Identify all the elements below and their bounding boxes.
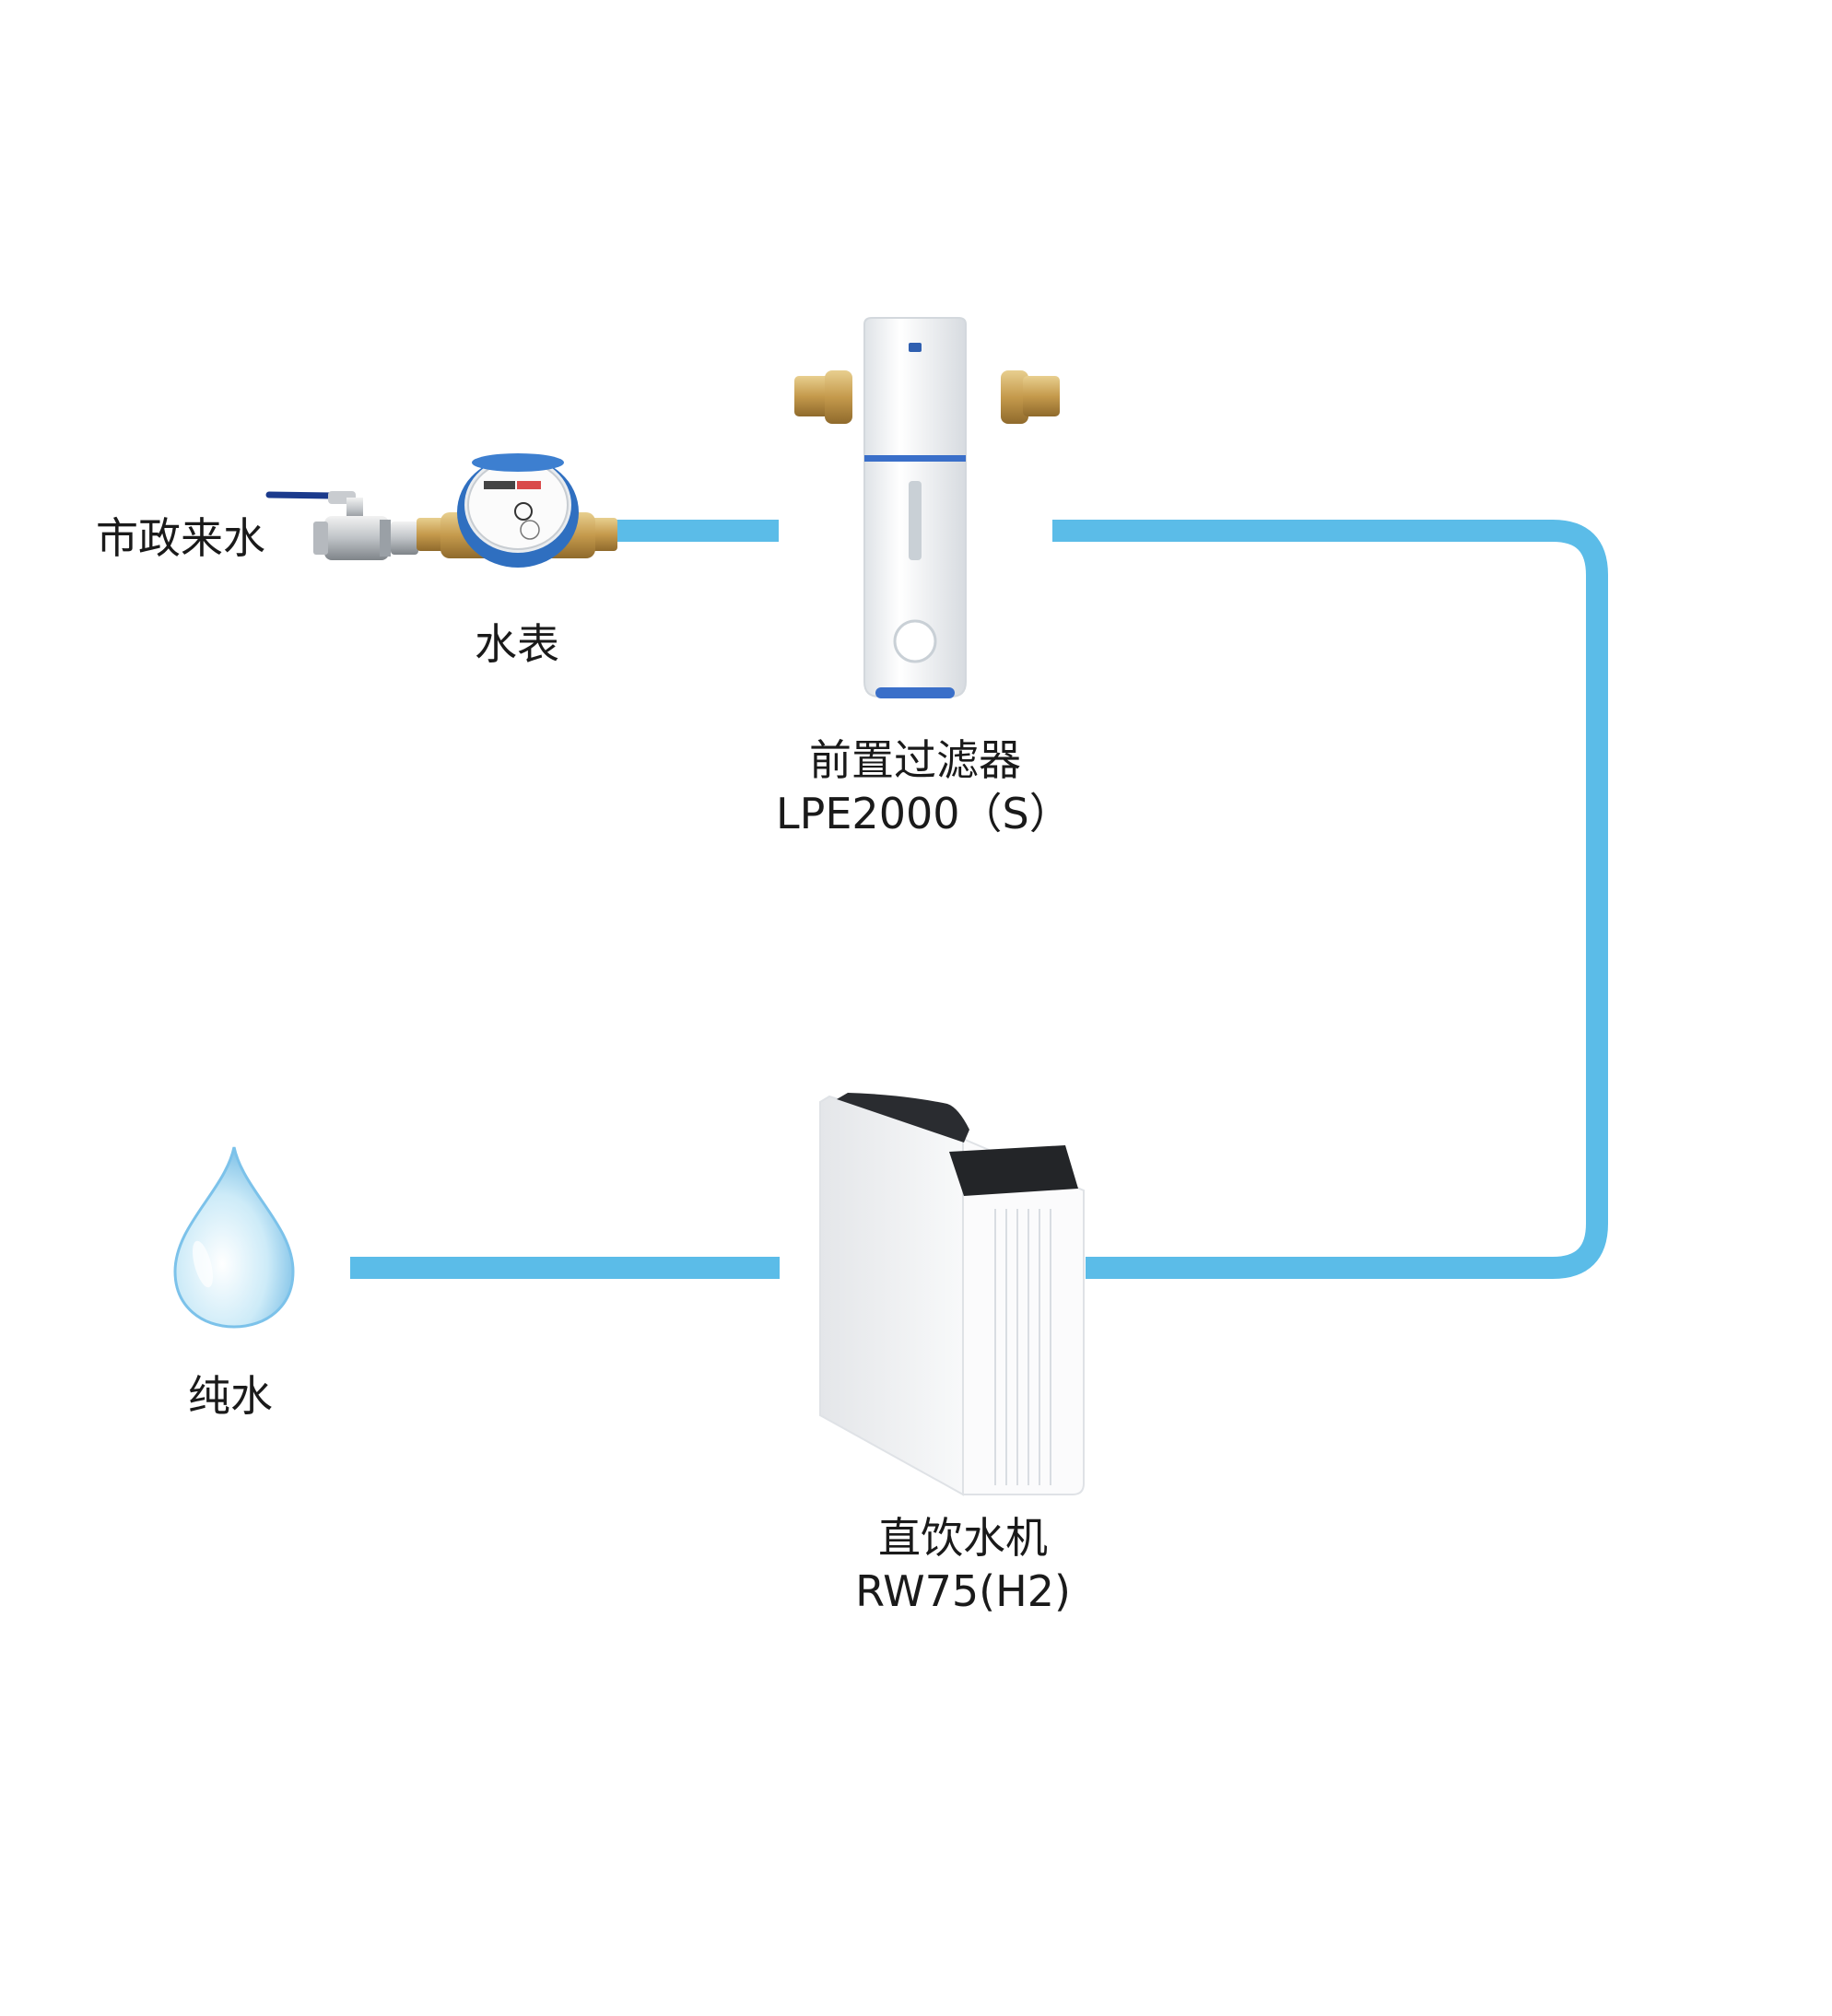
- purifier-label: 直饮水机: [878, 1513, 1048, 1563]
- output-label: 纯水: [188, 1371, 273, 1421]
- water-meter-icon: [417, 453, 617, 568]
- prefilter-model: LPE2000（S）: [776, 789, 1072, 838]
- water-drop-icon: [173, 1146, 295, 1329]
- meter-label: 水表: [475, 619, 559, 669]
- pipe-network: [350, 520, 1608, 1279]
- prefilter-label: 前置过滤器: [809, 735, 1021, 785]
- ro-purifier-icon: [819, 1093, 1085, 1496]
- source-label: 市政来水: [96, 513, 265, 563]
- pipe-meter-to-filter: [608, 520, 779, 542]
- purifier-model: RW75(H2): [855, 1566, 1071, 1616]
- pipe-filter-to-purifier: [1052, 520, 1608, 1279]
- ball-valve-icon: [265, 491, 418, 560]
- prefilter-icon: [794, 317, 1060, 698]
- pipe-purifier-to-output: [350, 1257, 780, 1279]
